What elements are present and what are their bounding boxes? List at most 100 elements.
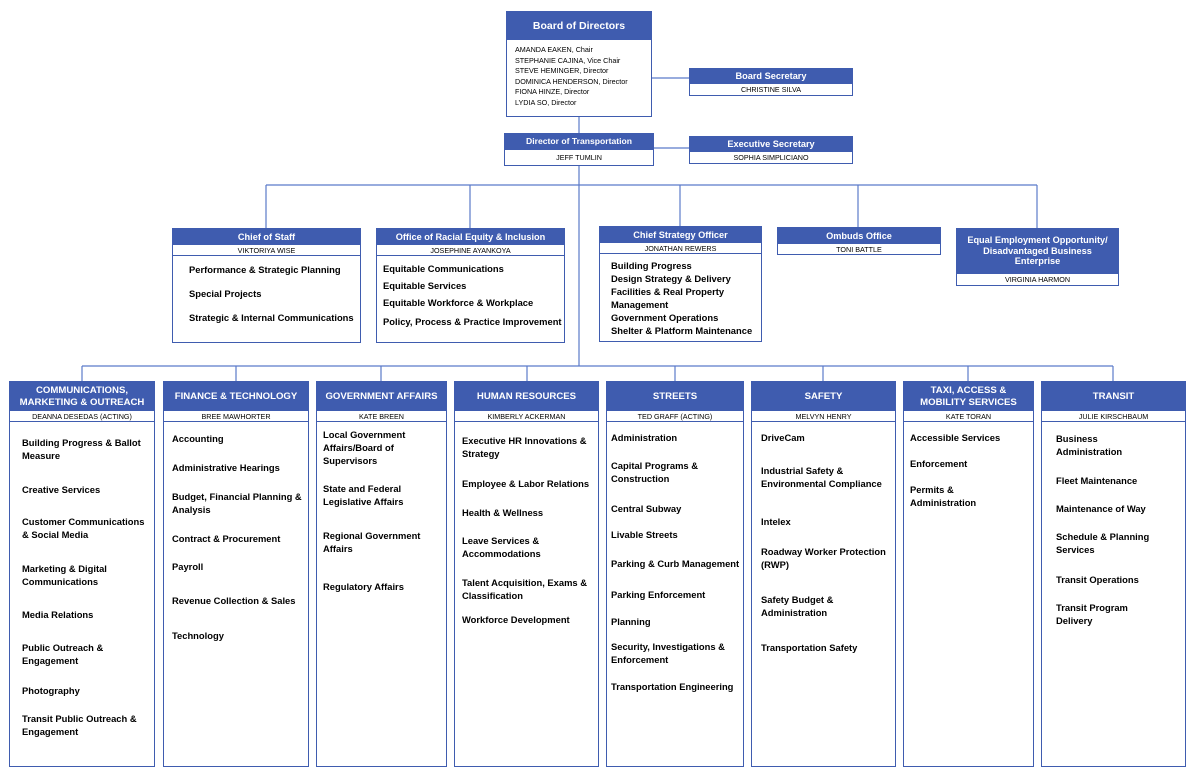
office-item: Strategic & Internal Communications bbox=[189, 312, 354, 323]
division-human-resources: HUMAN RESOURCES KIMBERLY ACKERMAN Execut… bbox=[454, 381, 599, 767]
office-item: Policy, Process & Practice Improvement bbox=[383, 316, 562, 327]
division-item: Fleet Maintenance bbox=[1056, 475, 1138, 486]
office-head-name: TONI BATTLE bbox=[836, 245, 882, 254]
exec-secretary-name: SOPHIA SIMPLICIANO bbox=[733, 153, 809, 162]
office-title: Chief of Staff bbox=[173, 229, 360, 245]
division-item: Marketing & Digital Communications bbox=[22, 563, 107, 587]
office-head-name: VIKTORIYA WISE bbox=[173, 245, 360, 256]
office-title: Ombuds Office bbox=[778, 228, 940, 244]
office-eeo-dbe: Equal Employment Opportunity/ Disadvanta… bbox=[956, 228, 1119, 286]
office-item: Special Projects bbox=[189, 288, 262, 299]
division-item: Employee & Labor Relations bbox=[462, 478, 590, 489]
division-streets: STREETS TED GRAFF (ACTING) Administratio… bbox=[606, 381, 744, 767]
division-item: Administration bbox=[611, 432, 678, 443]
director-title: Director of Transportation bbox=[505, 134, 653, 150]
division-item: State and Federal Legislative Affairs bbox=[323, 483, 404, 507]
office-item: Equitable Workforce & Workplace bbox=[383, 297, 534, 308]
division-item: Maintenance of Way bbox=[1056, 503, 1146, 514]
division-item: Payroll bbox=[172, 561, 204, 572]
division-item: Planning bbox=[611, 616, 651, 627]
division-head-name: DEANNA DESEDAS (ACTING) bbox=[10, 411, 154, 422]
division-taxi-access-mobility: TAXI, ACCESS & MOBILITY SERVICES KATE TO… bbox=[903, 381, 1034, 767]
division-item: Transit Public Outreach & Engagement bbox=[22, 713, 137, 737]
division-title: GOVERNMENT AFFAIRS bbox=[317, 382, 446, 411]
division-item: Talent Acquisition, Exams & Classificati… bbox=[462, 577, 588, 601]
office-head-name: JOSEPHINE AYANKOYA bbox=[377, 245, 564, 256]
office-item: Equitable Services bbox=[383, 280, 467, 291]
division-item: Transit Operations bbox=[1056, 574, 1139, 585]
division-item: Safety Budget & Administration bbox=[761, 594, 834, 618]
office-item: Performance & Strategic Planning bbox=[189, 264, 341, 275]
board-members-list: AMANDA EAKEN, Chair STEPHANIE CAJINA, Vi… bbox=[507, 40, 651, 109]
division-item: Leave Services & Accommodations bbox=[462, 535, 541, 559]
division-item: Public Outreach & Engagement bbox=[22, 642, 104, 666]
division-title: TRANSIT bbox=[1042, 382, 1185, 411]
division-head-name: TED GRAFF (ACTING) bbox=[607, 411, 743, 422]
division-item: Photography bbox=[22, 685, 80, 696]
division-item: Technology bbox=[172, 630, 224, 641]
division-communications: COMMUNICATIONS, MARKETING & OUTREACH DEA… bbox=[9, 381, 155, 767]
office-item: Government Operations bbox=[611, 312, 719, 323]
division-government-affairs: GOVERNMENT AFFAIRS KATE BREEN Local Gove… bbox=[316, 381, 447, 767]
office-racial-equity: Office of Racial Equity & Inclusion JOSE… bbox=[376, 228, 565, 343]
division-title: STREETS bbox=[607, 382, 743, 411]
division-head-name: KATE TORAN bbox=[904, 411, 1033, 422]
board-secretary-box: Board Secretary CHRISTINE SILVA bbox=[689, 68, 853, 96]
division-item: Local Government Affairs/Board of Superv… bbox=[323, 429, 406, 466]
division-item: Intelex bbox=[761, 516, 791, 527]
board-secretary-name: CHRISTINE SILVA bbox=[740, 85, 802, 94]
division-item: Media Relations bbox=[22, 609, 94, 620]
division-head-name: JULIE KIRSCHBAUM bbox=[1042, 411, 1185, 422]
division-head-name: KATE BREEN bbox=[317, 411, 446, 422]
division-item: Creative Services bbox=[22, 484, 101, 495]
office-chief-strategy: Chief Strategy Officer JONATHAN REWERS B… bbox=[599, 226, 762, 342]
board-member: STEPHANIE CAJINA, Vice Chair bbox=[515, 55, 621, 65]
division-title: TAXI, ACCESS & MOBILITY SERVICES bbox=[904, 382, 1033, 411]
office-head-name: JONATHAN REWERS bbox=[600, 243, 761, 254]
division-item: Accounting bbox=[172, 433, 224, 444]
division-item: Livable Streets bbox=[611, 529, 678, 540]
division-item: Workforce Development bbox=[462, 614, 570, 625]
division-item: Transportation Safety bbox=[761, 642, 858, 653]
office-item: Shelter & Platform Maintenance bbox=[611, 325, 753, 336]
office-title: Equal Employment Opportunity/ Disadvanta… bbox=[957, 229, 1118, 273]
division-head-name: BREE MAWHORTER bbox=[164, 411, 308, 422]
division-item: Permits & Administration bbox=[910, 484, 977, 508]
division-item: Administrative Hearings bbox=[172, 462, 280, 473]
office-item: Equitable Communications bbox=[383, 263, 504, 274]
division-title: COMMUNICATIONS, MARKETING & OUTREACH bbox=[10, 382, 154, 411]
division-head-name: KIMBERLY ACKERMAN bbox=[455, 411, 598, 422]
division-item: Transit Program Delivery bbox=[1056, 602, 1128, 626]
office-item: Building Progress bbox=[611, 260, 692, 271]
division-item: Enforcement bbox=[910, 458, 968, 469]
division-title: HUMAN RESOURCES bbox=[455, 382, 598, 411]
director-name: JEFF TUMLIN bbox=[556, 153, 602, 162]
division-item: Industrial Safety & Environmental Compli… bbox=[761, 465, 882, 489]
division-item: Regulatory Affairs bbox=[323, 581, 404, 592]
exec-secretary-box: Executive Secretary SOPHIA SIMPLICIANO bbox=[689, 136, 853, 164]
division-item: Security, Investigations & Enforcement bbox=[611, 641, 725, 665]
office-item: Facilities & Real Property Management bbox=[611, 286, 725, 310]
division-item: Budget, Financial Planning & Analysis bbox=[172, 491, 302, 515]
division-item: Capital Programs & Construction bbox=[611, 460, 699, 484]
board-member: STEVE HEMINGER, Director bbox=[515, 66, 609, 76]
division-title: SAFETY bbox=[752, 382, 895, 411]
office-ombuds: Ombuds Office TONI BATTLE bbox=[777, 227, 941, 255]
division-item: Parking Enforcement bbox=[611, 589, 706, 600]
division-safety: SAFETY MELVYN HENRY DriveCam Industrial … bbox=[751, 381, 896, 767]
office-chief-of-staff: Chief of Staff VIKTORIYA WISE Performanc… bbox=[172, 228, 361, 343]
office-title: Office of Racial Equity & Inclusion bbox=[377, 229, 564, 245]
board-member: LYDIA SO, Director bbox=[515, 97, 577, 107]
board-member: AMANDA EAKEN, Chair bbox=[515, 45, 593, 54]
division-item: Schedule & Planning Services bbox=[1056, 531, 1150, 555]
office-title: Chief Strategy Officer bbox=[600, 227, 761, 243]
exec-secretary-title: Executive Secretary bbox=[690, 137, 852, 152]
division-item: Contract & Procurement bbox=[172, 533, 281, 544]
office-head-name: VIRGINIA HARMON bbox=[957, 273, 1118, 285]
division-transit: TRANSIT JULIE KIRSCHBAUM Business Admini… bbox=[1041, 381, 1186, 767]
division-item: Building Progress & Ballot Measure bbox=[22, 437, 141, 461]
board-member: FIONA HINZE, Director bbox=[515, 87, 590, 97]
division-item: Health & Wellness bbox=[462, 507, 544, 518]
division-item: Parking & Curb Management bbox=[611, 558, 740, 569]
